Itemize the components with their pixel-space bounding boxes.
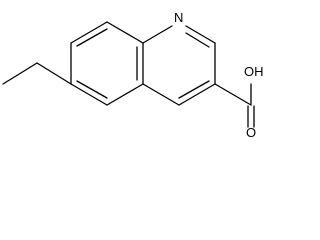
benzo-bond-c4a-c5	[106, 83, 144, 106]
pyridine-double-c3-c4	[178, 80, 210, 99]
carboxyl-bond-c3-c	[214, 83, 252, 106]
ethyl-ch3-bond	[2, 62, 38, 85]
benzo-double-c7-c8	[76, 28, 108, 47]
pyridine-bond-c3-c4	[178, 83, 216, 106]
benzo-bond-c8-c8a	[106, 21, 144, 44]
pyridine-bond-c4-c4a	[142, 83, 180, 106]
pyridine-double-n1-c2	[185, 32, 210, 48]
hydroxyl-label: OH	[244, 64, 264, 79]
ethyl-ch2-bond	[36, 62, 72, 85]
molecule-drawing: N OH O	[2, 10, 264, 138]
nitrogen-atom-label: N	[174, 10, 183, 25]
carbonyl-oxygen-label: O	[246, 125, 256, 138]
pyridine-bond-n1-c2	[185, 25, 216, 44]
pyridine-bond-c8a-n1	[142, 25, 173, 44]
benzo-bond-c5-c6	[70, 83, 108, 106]
benzo-double-c5-c6	[76, 80, 108, 99]
structure-diagram: N OH O	[2, 10, 264, 138]
benzo-bond-c7-c8	[70, 21, 108, 44]
